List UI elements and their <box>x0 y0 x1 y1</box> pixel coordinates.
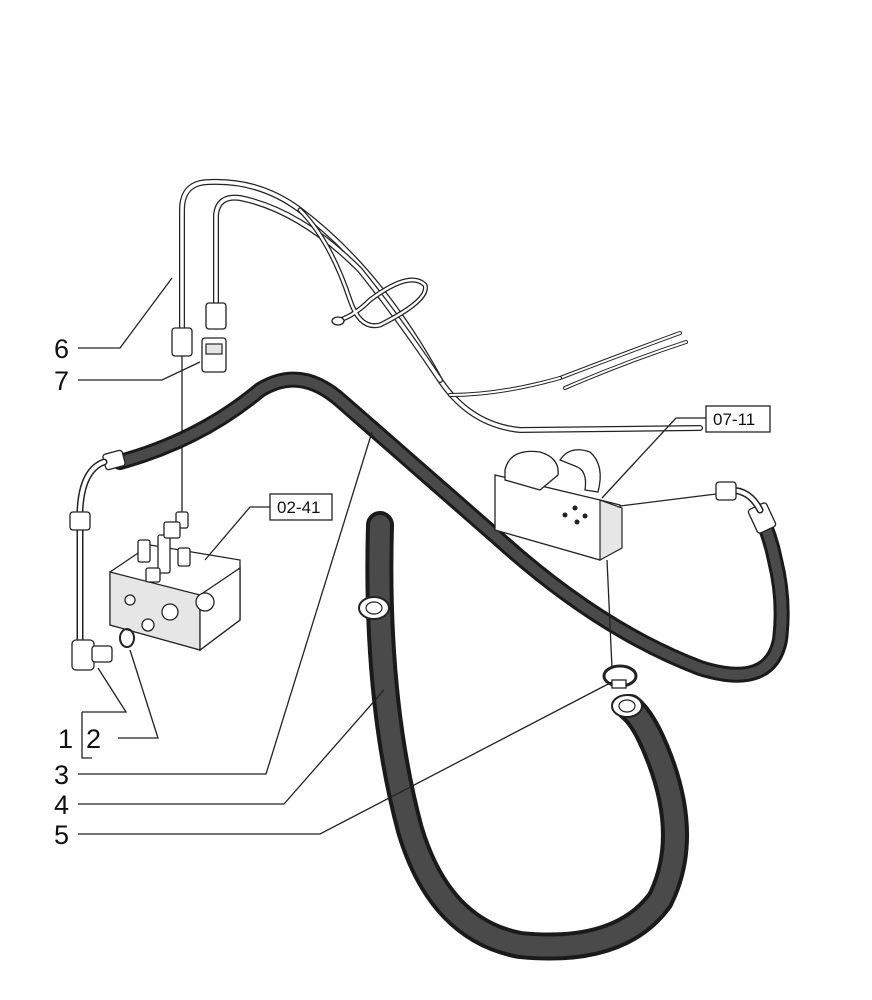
callout-4: 4 <box>54 790 69 820</box>
hose-clamp-item-5 <box>602 664 638 689</box>
hose-item-4 <box>358 511 689 961</box>
callout-2: 2 <box>86 724 101 754</box>
callout-3: 3 <box>54 760 69 790</box>
elbow-fitting-item-1 <box>71 639 113 671</box>
callout-1: 1 <box>58 724 73 754</box>
leader-lines <box>78 277 717 835</box>
callout-7: 7 <box>54 366 69 396</box>
pressure-switch <box>201 337 227 373</box>
connector-plug-left <box>171 327 193 357</box>
valve-block <box>109 521 241 652</box>
hose-item-3 <box>69 371 790 683</box>
reference-label-07-11: 07-11 <box>713 410 755 429</box>
reference-box-07-11: 07-11 <box>705 405 771 433</box>
wiring-harness <box>171 178 703 529</box>
connector-plug-right <box>205 302 227 330</box>
reference-label-02-41: 02-41 <box>277 498 320 517</box>
oil-cooler-unit <box>494 449 623 562</box>
callout-5: 5 <box>54 820 69 850</box>
reference-box-02-41: 02-41 <box>269 493 333 521</box>
callout-6: 6 <box>54 334 69 364</box>
o-ring-item-2 <box>119 628 135 648</box>
